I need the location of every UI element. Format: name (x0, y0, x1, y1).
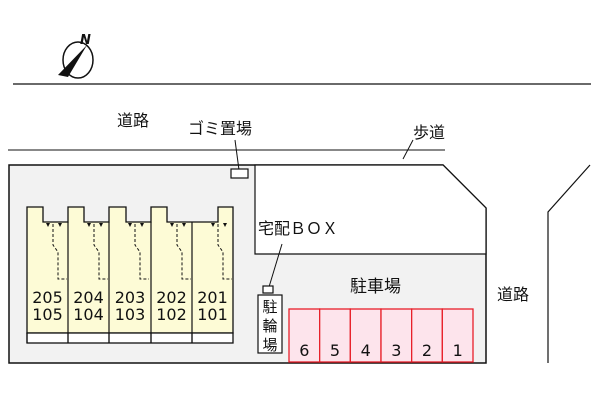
garbage-leader (234, 139, 240, 171)
parking-space (441, 308, 474, 363)
entrance-marker (211, 223, 215, 227)
bicycle-parking (257, 294, 283, 354)
unit-number-lower: 104 (73, 305, 104, 324)
unit-number-lower: 101 (197, 305, 228, 324)
entrance-marker (182, 223, 186, 227)
parking-space (380, 308, 413, 363)
bicycle-parking-char: 駐 (262, 298, 277, 316)
open-area (254, 164, 487, 255)
entrance-marker (170, 223, 174, 227)
road-label-east: 道路 (497, 285, 529, 304)
delivery-box (262, 285, 274, 294)
parking-space-number: 5 (330, 341, 340, 360)
unit-number-lower: 105 (32, 305, 63, 324)
garbage-label: ゴミ置場 (188, 119, 252, 138)
balcony-strip (26, 332, 234, 344)
sidewalk-label: 歩道 (413, 123, 445, 142)
entrance-marker (46, 223, 50, 227)
bicycle-parking-char: 輪 (262, 317, 277, 335)
unit-number-lower: 102 (156, 305, 187, 324)
building-outline (26, 206, 234, 334)
unit-number-lower: 103 (115, 305, 146, 324)
parking-space-number: 4 (361, 341, 371, 360)
sidewalk-leader (402, 139, 414, 160)
unit-number-upper: 205 (32, 288, 63, 307)
entrance-marker (128, 223, 132, 227)
road-label-north: 道路 (117, 111, 149, 130)
delivery-box-leader (268, 243, 283, 288)
unit-number-upper: 201 (197, 288, 228, 307)
entrance-marker (140, 223, 144, 227)
entrance-marker (58, 223, 62, 227)
parking-space-number: 2 (422, 341, 432, 360)
parking-label: 駐車場 (350, 277, 401, 297)
parking-spaces: 6 5 4 3 2 1 (288, 308, 474, 363)
entrance-marker (99, 223, 103, 227)
parking-space (411, 308, 443, 363)
road-edge-east (547, 164, 591, 363)
parking-space-number: 6 (299, 341, 309, 360)
parking-space (319, 308, 351, 363)
unit-number-upper: 204 (73, 288, 104, 307)
garbage-area (230, 168, 249, 179)
delivery-box-label: 宅配ＢＯＸ (258, 219, 338, 238)
north-arrow-icon: N (58, 33, 94, 79)
entrance-marker (87, 223, 91, 227)
unit-number-upper: 202 (156, 288, 187, 307)
north-letter: N (80, 33, 91, 48)
entrance-marker (223, 223, 227, 227)
parking-space-number: 1 (453, 341, 463, 360)
unit-number-upper: 203 (115, 288, 146, 307)
parking-space-number: 3 (391, 341, 401, 360)
bicycle-parking-char: 場 (262, 336, 277, 354)
